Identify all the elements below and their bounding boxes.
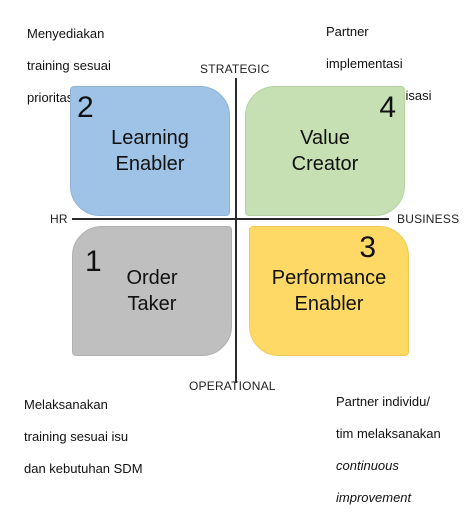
note-line: Menyediakan (27, 26, 105, 41)
note-line: Partner individu/ (336, 394, 430, 409)
quadrant-label: Order Taker (126, 267, 178, 315)
quadrant-label: Learning Enabler (111, 127, 189, 175)
quadrant-performance-enabler: 3 Performance Enabler (249, 226, 409, 356)
axis-label-left: HR (50, 212, 68, 226)
quadrant-learning-enabler: 2 Learning Enabler (70, 86, 230, 216)
quadrant-number: 2 (77, 91, 94, 124)
quadrant-order-taker: 1 Order Taker (72, 226, 232, 356)
horizontal-axis (72, 218, 389, 220)
note-line: training sesuai isu (24, 429, 129, 444)
quadrant-number: 4 (379, 91, 396, 124)
note-bottom-right: Partner individu/ tim melaksanakan conti… (336, 378, 441, 522)
axis-label-top: STRATEGIC (200, 62, 270, 76)
note-line: continuous (336, 458, 399, 473)
note-line: dan kebutuhan SDM (24, 461, 143, 476)
quadrant-label: Performance Enabler (271, 267, 387, 315)
note-line: Melaksanakan (24, 397, 108, 412)
note-bottom-left: Melaksanakan training sesuai isu dan keb… (24, 381, 143, 493)
note-line: tim melaksanakan (336, 426, 441, 441)
note-line: improvement (336, 490, 412, 505)
note-line: implementasi (326, 56, 403, 71)
quadrant-label: Value Creator (291, 127, 359, 175)
note-line: Partner (326, 24, 369, 39)
quadrant-number: 1 (85, 245, 102, 278)
note-line: training sesuai (27, 58, 111, 73)
quadrant-number: 3 (359, 231, 376, 264)
quadrant-value-creator: 4 Value Creator (245, 86, 405, 216)
axis-label-bottom: OPERATIONAL (189, 379, 276, 393)
axis-label-right: BUSINESS (397, 212, 460, 226)
vertical-axis (235, 78, 237, 383)
note-top-left: Menyediakan training sesuai prioritas SD… (27, 10, 111, 122)
